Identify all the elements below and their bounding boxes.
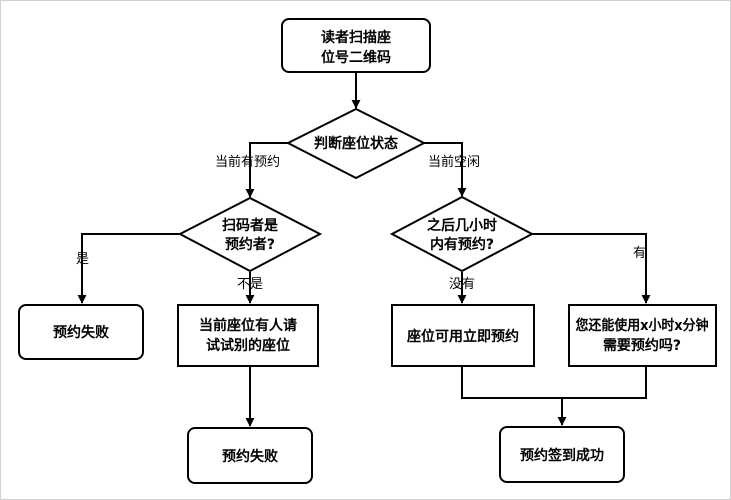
node-ask-reserve-line2: 需要预约吗? <box>603 337 681 354</box>
edge-label-currently-reserved: 当前有预约 <box>215 154 280 170</box>
node-occupied-notice-box <box>177 304 319 367</box>
node-scan-qr-line2: 位号二维码 <box>321 49 391 66</box>
node-fail-left: 预约失败 <box>18 304 144 360</box>
decision-is-reserver-line1: 扫码者是 <box>222 218 279 234</box>
node-fail-bottom-label: 预约失败 <box>222 448 279 465</box>
node-occupied-notice: 当前座位有人请 试试别的座位 <box>177 304 319 367</box>
node-available-now-label: 座位可用立即预约 <box>407 328 519 345</box>
decision-is-reserver-diamond <box>177 196 323 273</box>
node-fail-bottom-box <box>187 427 313 484</box>
edge-reserved-soon-to-ask <box>532 233 651 304</box>
decision-is-reserver-line2: 预约者? <box>225 236 275 253</box>
edge-available-merge <box>461 367 647 399</box>
decision-judge-status-label: 判断座位状态 <box>314 135 398 152</box>
edge-judge-to-reserved-soon <box>424 142 467 197</box>
edge-label-no: 不是 <box>237 277 263 292</box>
node-scan-qr-box <box>281 18 431 73</box>
decision-reserved-soon: 之后几小时 内有预约? <box>389 195 535 273</box>
node-occupied-notice-line2: 试试别的座位 <box>206 337 290 354</box>
edge-judge-to-is-reserver <box>245 142 288 198</box>
node-available-now-box <box>391 304 535 367</box>
node-checkin-success: 预约签到成功 <box>499 426 625 483</box>
node-scan-qr-line1: 读者扫描座 <box>321 29 391 46</box>
node-scan-qr: 读者扫描座 位号二维码 <box>281 18 431 73</box>
edge-is-reserver-to-fail-left <box>77 233 180 304</box>
node-fail-left-label: 预约失败 <box>53 324 110 341</box>
edge-label-has: 有 <box>633 246 646 261</box>
decision-judge-status: 判断座位状态 <box>285 107 427 180</box>
node-checkin-success-box <box>499 426 625 483</box>
node-occupied-notice-line1: 当前座位有人请 <box>199 317 297 334</box>
decision-reserved-soon-line2: 内有预约? <box>430 236 494 253</box>
decision-is-reserver: 扫码者是 预约者? <box>177 196 323 273</box>
edge-label-currently-free: 当前空闲 <box>428 154 480 170</box>
node-ask-reserve-line1: 您还能使用x小时x分钟 <box>576 317 709 334</box>
node-ask-reserve: 您还能使用x小时x分钟 需要预约吗? <box>568 304 717 367</box>
node-checkin-success-label: 预约签到成功 <box>520 447 604 464</box>
node-available-now: 座位可用立即预约 <box>391 304 535 367</box>
node-ask-reserve-box <box>568 304 717 367</box>
edge-label-none: 没有 <box>449 277 475 292</box>
edges <box>77 73 651 427</box>
decision-judge-status-diamond <box>285 107 427 180</box>
decision-reserved-soon-line1: 之后几小时 <box>427 217 497 234</box>
decision-reserved-soon-diamond <box>389 195 535 273</box>
node-fail-bottom: 预约失败 <box>187 427 313 484</box>
node-fail-left-box <box>18 304 144 360</box>
edge-label-yes: 是 <box>76 252 89 267</box>
